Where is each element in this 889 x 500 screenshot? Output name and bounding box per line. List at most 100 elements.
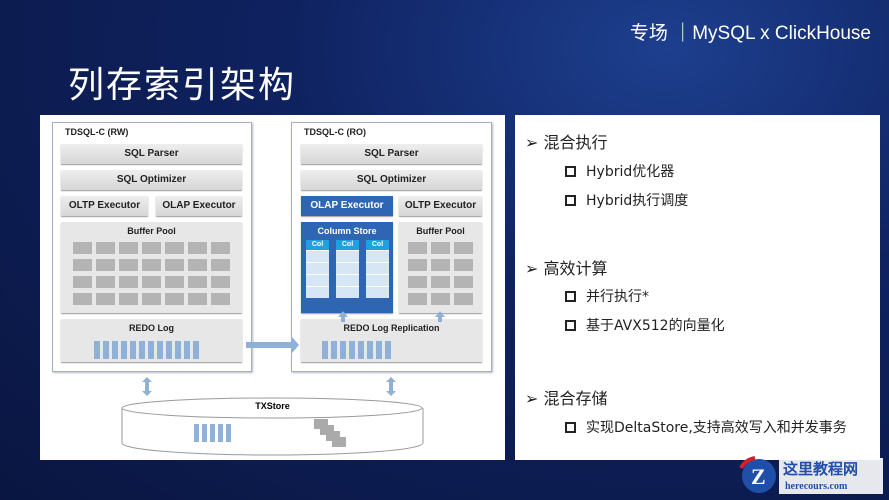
redo-block xyxy=(367,341,373,359)
checkbox-icon xyxy=(565,166,576,177)
ro-redo-label: REDO Log Replication xyxy=(343,323,440,333)
buffer-page xyxy=(142,259,161,271)
buffer-page xyxy=(431,276,450,288)
redo-block xyxy=(340,341,346,359)
rw-redo-label: REDO Log xyxy=(129,323,174,333)
svg-text:herecours.com: herecours.com xyxy=(785,481,848,492)
column: Col xyxy=(306,240,329,302)
ro-oltp-executor: OLTP Executor xyxy=(399,196,482,216)
buffer-page xyxy=(211,293,230,305)
column-cell xyxy=(336,262,359,274)
redo-block xyxy=(148,341,154,359)
double-arrow-icon xyxy=(142,377,152,396)
bullet-item: 实现DeltaStore,支持高效写入和并发事务 xyxy=(565,417,847,437)
buffer-page xyxy=(142,293,161,305)
redo-block xyxy=(358,341,364,359)
buffer-page xyxy=(119,242,138,254)
column-header: Col xyxy=(336,240,359,250)
ro-sql-optimizer: SQL Optimizer xyxy=(301,170,482,190)
bullet-heading: ➢ 高效计算 xyxy=(525,255,608,279)
buffer-page xyxy=(408,259,427,271)
bullet-item: Hybrid执行调度 xyxy=(565,190,688,210)
column-header: Col xyxy=(306,240,329,250)
buffer-page xyxy=(73,276,92,288)
rw-title: TDSQL-C (RW) xyxy=(65,127,129,137)
chevron-right-icon: ➢ xyxy=(525,259,544,278)
buffer-page xyxy=(73,259,92,271)
redo-log-replication: REDO Log Replication xyxy=(301,319,482,362)
buffer-page xyxy=(211,276,230,288)
architecture-diagram: TDSQL-C (RW) SQL Parser SQL Optimizer OL… xyxy=(40,115,505,460)
watermark-logo: Z 这里教程网 herecours.com xyxy=(739,456,883,494)
checkbox-icon xyxy=(565,320,576,331)
redo-block xyxy=(184,341,190,359)
redo-block xyxy=(166,341,172,359)
column-cell xyxy=(336,274,359,286)
buffer-page xyxy=(96,242,115,254)
buffer-page xyxy=(188,259,207,271)
heading-text: 高效计算 xyxy=(543,259,608,278)
buffer-page xyxy=(165,242,184,254)
rw-buffer-pool: Buffer Pool xyxy=(61,222,242,313)
buffer-page xyxy=(431,242,450,254)
redo-block xyxy=(349,341,355,359)
redo-block xyxy=(94,341,100,359)
buffer-page xyxy=(188,276,207,288)
heading-text: 混合执行 xyxy=(543,133,608,152)
item-text: Hybrid执行调度 xyxy=(586,193,689,209)
rw-redo-log: REDO Log xyxy=(61,319,242,362)
buffer-page xyxy=(96,259,115,271)
svg-text:Z: Z xyxy=(751,464,766,489)
txstore-label: TXStore xyxy=(255,401,290,411)
chevron-right-icon: ➢ xyxy=(525,389,544,408)
column: Col xyxy=(336,240,359,302)
column-header: Col xyxy=(366,240,389,250)
buffer-page xyxy=(96,276,115,288)
redo-block xyxy=(175,341,181,359)
replication-arrow xyxy=(246,337,299,353)
session-label: 专场 ｜MySQL x ClickHouse xyxy=(629,23,871,44)
buffer-page xyxy=(408,293,427,305)
txstore-cylinder xyxy=(121,397,424,456)
redo-block xyxy=(130,341,136,359)
slide-title: 列存索引架构 xyxy=(68,65,297,106)
rw-sql-optimizer: SQL Optimizer xyxy=(61,170,242,190)
buffer-page xyxy=(119,276,138,288)
txstore-pages xyxy=(314,419,346,447)
ro-olap-executor: OLAP Executor xyxy=(301,196,393,216)
checkbox-icon xyxy=(565,195,576,206)
rw-sql-parser: SQL Parser xyxy=(61,144,242,164)
column-cell xyxy=(366,286,389,298)
svg-text:这里教程网: 这里教程网 xyxy=(783,460,858,478)
buffer-page xyxy=(142,242,161,254)
redo-block xyxy=(376,341,382,359)
redo-block xyxy=(193,341,199,359)
column-cell xyxy=(306,286,329,298)
redo-block xyxy=(139,341,145,359)
up-arrow-icon xyxy=(435,311,445,322)
item-text: 并行执行* xyxy=(586,289,649,305)
buffer-page xyxy=(165,276,184,288)
redo-block xyxy=(121,341,127,359)
item-text: Hybrid优化器 xyxy=(586,164,675,180)
connectors xyxy=(121,311,445,456)
redo-block xyxy=(322,341,328,359)
chevron-right-icon: ➢ xyxy=(525,133,544,152)
buffer-page xyxy=(211,259,230,271)
column-store-label: Column Store xyxy=(317,226,377,236)
ro-sql-parser: SQL Parser xyxy=(301,144,482,164)
ro-buffer-pool-label: Buffer Pool xyxy=(416,226,465,236)
buffer-page xyxy=(454,259,473,271)
redo-block xyxy=(385,341,391,359)
buffer-page xyxy=(454,242,473,254)
buffer-page xyxy=(73,242,92,254)
rw-oltp-executor: OLTP Executor xyxy=(61,196,148,216)
heading-text: 混合存储 xyxy=(543,389,608,408)
redo-block xyxy=(331,341,337,359)
column-cell xyxy=(336,286,359,298)
column-cell xyxy=(306,262,329,274)
buffer-page xyxy=(431,259,450,271)
buffer-page xyxy=(408,276,427,288)
ro-buffer-pool: Buffer Pool xyxy=(399,222,482,313)
